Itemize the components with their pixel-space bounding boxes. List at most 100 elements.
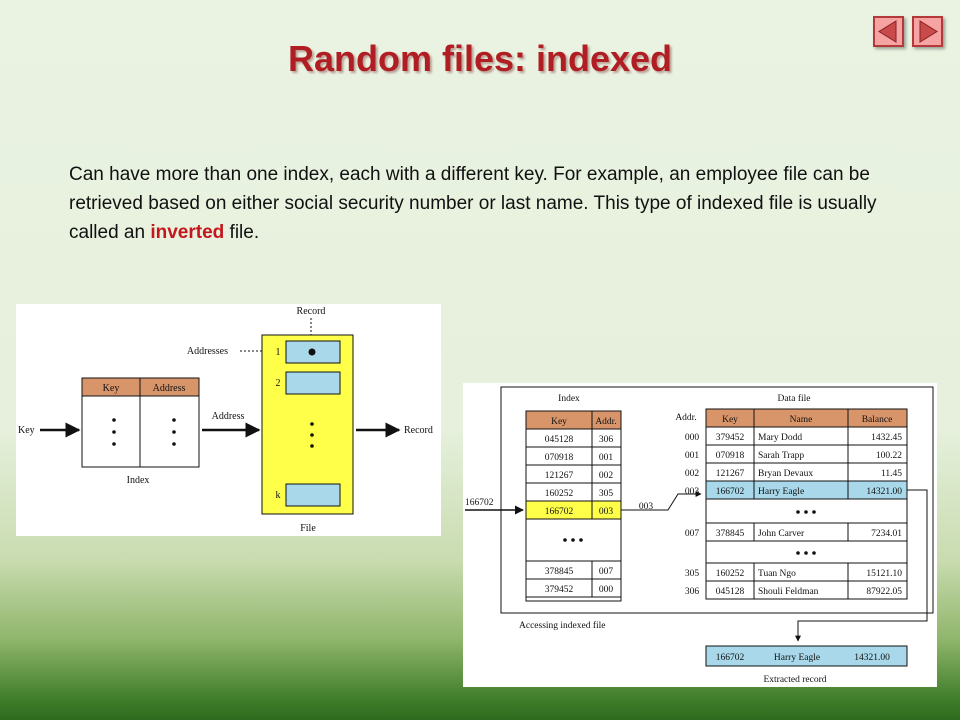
record-dot [308, 348, 316, 356]
slot-number-1: 1 [276, 347, 281, 358]
data-name: Shouli Feldman [758, 587, 819, 597]
data-ellipsis-dot [812, 510, 816, 514]
record-label: Record [297, 306, 326, 317]
data-header-balance: Balance [862, 415, 893, 425]
file-label: File [300, 523, 316, 534]
file-ellipsis-dot [310, 422, 314, 426]
data-name: Sarah Trapp [758, 451, 804, 461]
data-header-name: Name [790, 415, 813, 425]
key-input-label: Key [18, 425, 35, 436]
index-addr: 007 [599, 567, 614, 577]
data-key: 379452 [716, 433, 745, 443]
data-name: John Carver [758, 529, 805, 539]
accessing-indexed-file-svg: Index Data file Key Addr. 045128 306 070… [465, 386, 934, 685]
index-addr: 001 [599, 453, 614, 463]
index-ellipsis-dot [112, 418, 116, 422]
indexed-file-diagram-svg: Record Addresses 1 2 k File Key Address … [18, 306, 433, 534]
index-ellipsis-dot [172, 430, 176, 434]
addresses-label: Addresses [187, 346, 228, 357]
slot-number-2: 2 [276, 378, 281, 389]
index-addr: 002 [599, 471, 614, 481]
index-key: 160252 [545, 489, 574, 499]
data-name: Bryan Devaux [758, 469, 813, 479]
right-triangle-icon [919, 20, 938, 43]
index-ellipsis-dot [112, 430, 116, 434]
data-key: 045128 [716, 587, 745, 597]
data-key: 070918 [716, 451, 745, 461]
index-key: 379452 [545, 585, 574, 595]
index-addr: 306 [599, 435, 614, 445]
extracted-record-label: Extracted record [763, 675, 826, 685]
left-triangle-icon [878, 20, 897, 43]
file-slot-2 [285, 371, 341, 395]
index-addr: 305 [599, 489, 614, 499]
accessing-indexed-file-diagram: Index Data file Key Addr. 045128 306 070… [463, 383, 937, 687]
extracted-balance: 14321.00 [854, 653, 890, 663]
data-addr: 003 [685, 487, 700, 497]
next-slide-button[interactable] [912, 16, 943, 47]
highlight-term: inverted [150, 222, 225, 243]
data-ellipsis-dot [796, 510, 800, 514]
extract-arrow [795, 489, 928, 642]
index-addr: 000 [599, 585, 614, 595]
data-balance: 1432.45 [871, 433, 902, 443]
slot-number-k: k [276, 490, 281, 501]
data-addr: 000 [685, 433, 700, 443]
data-name-highlight: Harry Eagle [758, 487, 804, 497]
data-balance: 87922.05 [866, 587, 902, 597]
page-title: Random files: indexed [287, 38, 673, 79]
extracted-record-box [705, 645, 908, 667]
index-ellipsis-dot [579, 538, 583, 542]
index-key: 045128 [545, 435, 574, 445]
data-addr: 002 [685, 469, 700, 479]
previous-slide-button[interactable] [873, 16, 904, 47]
data-key: 378845 [716, 529, 745, 539]
indexed-file-diagram: Record Addresses 1 2 k File Key Address … [16, 304, 441, 536]
index-key: 378845 [545, 567, 574, 577]
index-row-box [525, 578, 622, 598]
index-ellipsis-dot [571, 538, 575, 542]
file-ellipsis-dot [310, 444, 314, 448]
data-addr: 306 [685, 587, 700, 597]
file-slot-k [285, 483, 341, 507]
index-key: 070918 [545, 453, 574, 463]
data-ellipsis-dot [804, 510, 808, 514]
data-key-highlight: 166702 [716, 487, 745, 497]
outer-frame [500, 386, 934, 614]
data-name: Mary Dodd [758, 433, 802, 443]
index-key-highlight: 166702 [545, 507, 574, 517]
index-label: Index [127, 475, 150, 486]
extracted-name: Harry Eagle [774, 653, 820, 663]
index-ellipsis-dot [172, 442, 176, 446]
index-ellipsis-dot [112, 442, 116, 446]
search-key-label: 166702 [465, 498, 494, 508]
index-title: Index [558, 394, 580, 404]
index-key: 121267 [545, 471, 574, 481]
diagram-caption: Accessing indexed file [519, 620, 606, 631]
data-key: 121267 [716, 469, 745, 479]
data-balance: 11.45 [881, 469, 902, 479]
datafile-title: Data file [778, 393, 811, 404]
data-ellipsis-dot [812, 551, 816, 555]
data-addr: 007 [685, 529, 700, 539]
address-arrow-label: Address [212, 411, 245, 422]
pointer-arrow [621, 491, 702, 511]
data-ellipsis-dot [796, 551, 800, 555]
data-name: Tuan Ngo [758, 569, 796, 579]
index-header-address: Address [153, 383, 186, 394]
data-row-box [705, 580, 908, 600]
body-text-before: Can have more than one index, each with … [69, 164, 877, 243]
index-ellipsis-dot [563, 538, 567, 542]
data-header-key: Key [722, 415, 738, 425]
data-addr: 305 [685, 569, 700, 579]
index-table: Key Addr. 045128 306 070918 001 121267 0… [525, 410, 622, 602]
data-balance: 7234.01 [871, 529, 902, 539]
data-addr: 001 [685, 451, 700, 461]
data-balance-highlight: 14321.00 [866, 487, 902, 497]
data-balance: 100.22 [876, 451, 902, 461]
index-ellipsis-dot [172, 418, 176, 422]
body-paragraph: Can have more than one index, each with … [69, 160, 909, 247]
index-header-key: Key [103, 383, 120, 394]
data-balance: 15121.10 [866, 569, 902, 579]
extracted-key: 166702 [716, 653, 745, 663]
